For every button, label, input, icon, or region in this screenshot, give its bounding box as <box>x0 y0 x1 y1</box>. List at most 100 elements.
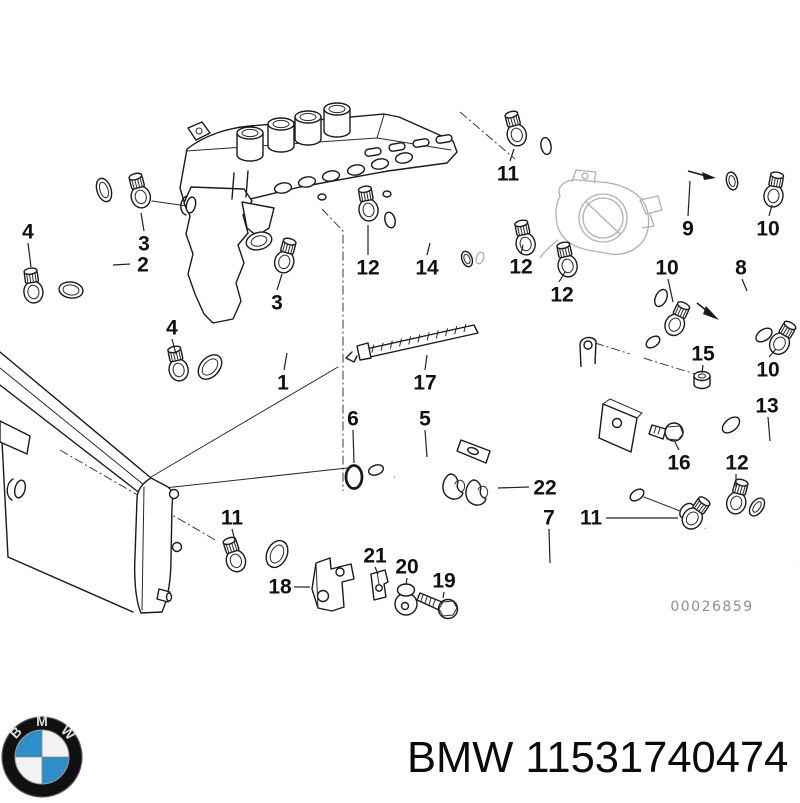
pipe-open-end <box>629 488 645 502</box>
hose-strap-17 <box>345 324 479 363</box>
hose-clamp-icon <box>504 110 528 147</box>
callout-17: 17 <box>413 372 436 395</box>
callout-leader-3 <box>276 273 283 291</box>
o-ring-6 <box>344 464 364 490</box>
callout-leader-10 <box>768 348 777 358</box>
head-lug <box>187 121 211 141</box>
screw-19 <box>416 592 459 620</box>
callout-12: 12 <box>725 452 748 475</box>
callout-10: 10 <box>655 257 678 280</box>
brand-label: BMW <box>407 734 514 782</box>
callout-12: 12 <box>509 256 532 279</box>
callout-21: 21 <box>363 545 387 568</box>
callout-7: 7 <box>543 507 555 530</box>
callout-11: 11 <box>497 163 520 186</box>
hose-clamp-icon <box>725 478 749 515</box>
callout-leader-9 <box>687 180 691 217</box>
callout-leader-8 <box>741 278 748 292</box>
water-pump-neck <box>185 196 197 214</box>
callout-19: 19 <box>432 570 455 593</box>
callout-leader-16 <box>674 441 680 451</box>
callout-leader-14 <box>426 242 431 256</box>
bolt-16 <box>648 422 684 442</box>
callout-9: 9 <box>682 218 694 241</box>
callout-leader-12 <box>558 271 566 283</box>
callout-12: 12 <box>356 257 379 280</box>
head-ports <box>273 152 414 194</box>
callout-leader-3 <box>140 212 145 232</box>
logo-quadrant-blue <box>15 730 42 757</box>
callout-leader-5 <box>424 429 428 458</box>
callout-20: 20 <box>395 556 418 579</box>
callout-leader-17 <box>424 354 428 371</box>
hose-clamp-icon <box>556 241 578 278</box>
callout-4: 4 <box>166 317 178 340</box>
callout-22: 22 <box>533 477 556 500</box>
radiator-bolt-boss <box>171 541 183 553</box>
callout-leader-10 <box>667 278 674 303</box>
throttle-body <box>475 169 663 265</box>
callout-leader-11 <box>231 528 236 542</box>
water-pipe-assembly <box>367 335 661 502</box>
radiator-drain-nipple <box>165 592 173 602</box>
callout-18: 18 <box>268 576 292 599</box>
callout-3: 3 <box>138 233 150 256</box>
logo-letter-m: M <box>36 713 48 729</box>
part-number-text: BMW 11531740474 <box>407 734 788 783</box>
holder-20 <box>394 583 418 616</box>
logo-quadrant-blue <box>42 757 69 784</box>
radiator <box>0 351 183 614</box>
radiator-bolt-boss <box>168 488 180 500</box>
clip-21 <box>370 569 389 601</box>
engine-cylinder-head <box>179 102 458 324</box>
cylinder-stubs <box>236 102 351 162</box>
pipe-mount-tab <box>579 336 597 368</box>
callout-1: 1 <box>277 372 289 395</box>
callout-6: 6 <box>347 408 359 431</box>
hose-clamp-icon <box>273 237 297 274</box>
callout-14: 14 <box>415 257 439 280</box>
callout-leader-4 <box>171 338 177 355</box>
callout-leader-22 <box>497 486 530 489</box>
head-slots <box>364 134 453 157</box>
hose-9 <box>540 134 739 191</box>
callout-5: 5 <box>419 408 431 431</box>
hose-clamp-icon <box>23 267 44 304</box>
reference-lines <box>59 111 696 542</box>
callout-12: 12 <box>550 284 573 307</box>
callout-leader-2 <box>112 263 131 266</box>
callout-leader-13 <box>767 416 771 442</box>
hose-clamp-icon <box>222 536 247 573</box>
hose-clamp-icon <box>357 185 379 222</box>
pipe-mount-tab <box>456 439 491 464</box>
hose-clamp-icon <box>681 496 711 530</box>
callout-leader-10 <box>768 204 773 217</box>
hose-clamp-icon <box>167 345 189 382</box>
callout-leader-4 <box>27 242 32 268</box>
callout-leader-11 <box>509 148 515 162</box>
callout-10: 10 <box>756 359 779 382</box>
engine-front-cover <box>183 186 253 324</box>
callout-16: 16 <box>667 452 690 475</box>
hose-14 <box>384 211 474 268</box>
part-number: 11531740474 <box>525 734 789 782</box>
watermark-number: 00026859 <box>670 599 753 615</box>
callout-13: 13 <box>755 395 778 418</box>
hose-2 <box>52 177 113 299</box>
callout-leader-21 <box>374 566 379 575</box>
callout-3: 3 <box>271 292 283 315</box>
hose-clamp-icon <box>514 219 536 256</box>
callout-8: 8 <box>735 257 747 280</box>
callout-leader-7 <box>548 528 551 564</box>
callout-2: 2 <box>137 254 149 277</box>
callout-leader-15 <box>701 364 704 374</box>
hose-8 <box>654 278 773 343</box>
callout-15: 15 <box>691 343 715 366</box>
hose-clamp-icon <box>763 171 785 208</box>
callout-leader-20 <box>405 577 408 586</box>
pipe-open-end <box>645 335 661 349</box>
callout-leader-1 <box>283 352 288 371</box>
